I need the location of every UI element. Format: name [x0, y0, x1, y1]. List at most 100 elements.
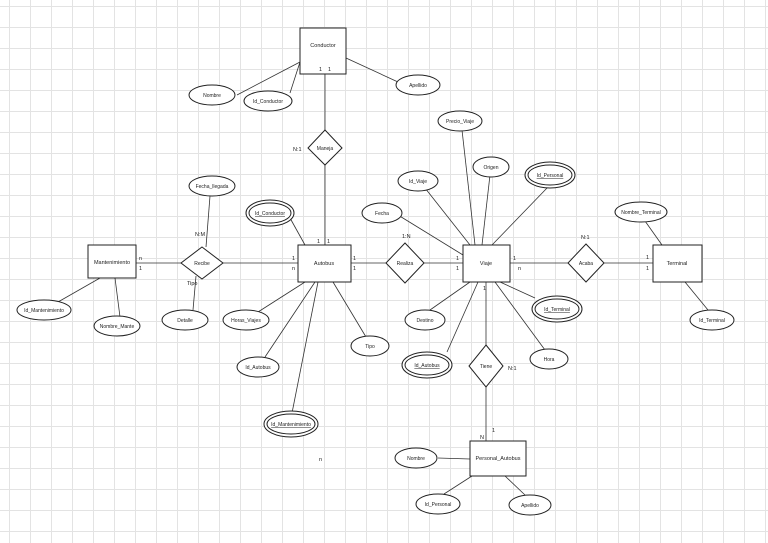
line-viaje-destino [429, 281, 471, 311]
attr-nombre-terminal[interactable]: Nombre_Terminal [614, 201, 668, 223]
attr-nombre-personal[interactable]: Nombre [394, 447, 438, 469]
card-autobus-top-left: 1 [317, 239, 320, 245]
card-autobus-top-right: 1 [327, 239, 330, 245]
attr-id-terminal-1[interactable]: Id_Terminal [531, 295, 583, 323]
line-viaje-precio [461, 129, 476, 246]
relationship-realiza[interactable]: Realiza [385, 242, 425, 284]
svg-text:Nombre: Nombre [203, 93, 221, 99]
line-autobus-tipo [332, 281, 367, 338]
attr-apellido-personal[interactable]: Apellido [508, 494, 552, 516]
relationship-realiza-label: Realiza [397, 261, 414, 267]
svg-text:Id_Autobus: Id_Autobus [414, 363, 440, 369]
attr-fecha[interactable]: Fecha [361, 202, 403, 224]
line-viaje-idterminal [499, 281, 536, 299]
line-autobus-idmant [291, 281, 319, 414]
svg-text:Nombre_Terminal: Nombre_Terminal [621, 210, 660, 216]
line-personal-idpersonal [443, 475, 473, 495]
attr-id-mantenimiento-2[interactable]: Id_Mantenimiento [263, 410, 319, 438]
line-terminal-nombre [644, 220, 663, 246]
attr-precio-viaje[interactable]: Precio_Viaje [437, 110, 483, 132]
attr-id-terminal-2[interactable]: Id_Terminal [689, 309, 735, 331]
card-autobus-right-2: 1 [353, 266, 356, 272]
card-viaje-bottom: 1 [483, 286, 486, 292]
attr-id-personal-1[interactable]: Id_Personal [524, 161, 576, 189]
card-mant-1: 1 [139, 266, 142, 272]
svg-text:Destino: Destino [417, 318, 434, 324]
attr-apellido-conductor[interactable]: Apellido [395, 74, 441, 96]
card-autobus-right-1: 1 [353, 256, 356, 262]
card-conductor-right: 1 [328, 67, 331, 73]
card-tiene-1: 1 [492, 428, 495, 434]
entity-personal-autobus[interactable]: Personal_Autobus [469, 440, 527, 477]
entity-autobus[interactable]: Autobus [297, 244, 352, 283]
relationship-recibe[interactable]: Recibe [180, 246, 224, 280]
relationship-recibe-label: Recibe [194, 261, 210, 267]
svg-text:Id_Terminal: Id_Terminal [699, 318, 725, 324]
svg-text:Fecha: Fecha [375, 211, 389, 217]
line-mant-nombre [114, 277, 121, 318]
cardinality-labels: 1 1 N:1 1 1 N:M n 1 Tipo 1 n 1 1 1:N 1 1… [139, 67, 649, 463]
attr-destino[interactable]: Destino [404, 309, 446, 331]
card-terminal-2: 1 [646, 266, 649, 272]
entity-mantenimiento[interactable]: Mantenimiento [87, 244, 137, 279]
card-personal-n: N [480, 435, 484, 441]
entity-conductor-label: Conductor [310, 43, 336, 49]
svg-text:Origen: Origen [483, 165, 498, 171]
attr-id-viaje[interactable]: Id_Viaje [397, 170, 439, 192]
attr-detalle[interactable]: Detalle [161, 309, 209, 331]
card-realiza: 1:N [402, 234, 411, 240]
svg-text:Horas_Viajes: Horas_Viajes [231, 318, 261, 324]
line-autobus-idautobus [264, 281, 316, 358]
attr-id-conductor-1[interactable]: Id_Conductor [243, 90, 293, 112]
attr-nombre-conductor[interactable]: Nombre [188, 84, 236, 106]
attr-id-autobus-2[interactable]: Id_Autobus [401, 351, 453, 379]
entity-terminal-label: Terminal [667, 261, 688, 267]
attr-id-personal-2[interactable]: Id_Personal [415, 493, 461, 515]
line-conductor-nombre [236, 61, 301, 96]
attr-fecha-llegada[interactable]: Fecha_llegada [188, 175, 236, 197]
card-stray-n: n [319, 457, 322, 463]
attr-hora[interactable]: Hora [529, 348, 569, 370]
entity-viaje-label: Viaje [480, 261, 492, 267]
line-recibe-fecha [205, 195, 211, 248]
entity-conductor[interactable]: Conductor [299, 27, 347, 75]
card-autobus-left-1: 1 [292, 256, 295, 262]
entity-viaje[interactable]: Viaje [462, 244, 511, 283]
svg-text:Apellido: Apellido [521, 503, 539, 509]
svg-text:Hora: Hora [544, 357, 555, 363]
attr-origen[interactable]: Origen [472, 156, 510, 178]
svg-text:Precio_Viaje: Precio_Viaje [446, 119, 474, 125]
line-viaje-fecha [397, 214, 464, 256]
svg-text:Id_Autobus: Id_Autobus [245, 365, 271, 371]
relationship-maneja[interactable]: Maneja [307, 129, 343, 166]
card-recibe: N:M [195, 232, 206, 238]
svg-text:Id_Terminal: Id_Terminal [544, 307, 570, 313]
relationship-acaba[interactable]: Acaba [567, 243, 605, 283]
entity-personal-autobus-label: Personal_Autobus [476, 456, 521, 462]
attr-id-conductor-2[interactable]: Id_Conductor [245, 199, 295, 227]
attr-id-autobus-1[interactable]: Id_Autobus [236, 356, 280, 378]
line-conductor-idconductor [289, 61, 301, 94]
svg-text:Id_Personal: Id_Personal [425, 502, 452, 508]
relationship-tiene-label: Tiene [480, 364, 493, 370]
svg-text:Id_Mantenimiento: Id_Mantenimiento [24, 308, 64, 314]
card-conductor-left: 1 [319, 67, 322, 73]
entity-autobus-label: Autobus [314, 261, 334, 267]
relationship-tiene[interactable]: Tiene [468, 344, 504, 388]
attr-horas-viajes[interactable]: Horas_Viajes [222, 309, 270, 331]
card-acaba: N:1 [581, 235, 590, 241]
card-recibe-tipo: Tipo [187, 281, 198, 287]
svg-text:Id_Personal: Id_Personal [537, 173, 564, 179]
attr-nombre-mante[interactable]: Nombre_Mante [93, 315, 141, 337]
svg-text:Id_Conductor: Id_Conductor [255, 211, 285, 217]
line-viaje-idpersonal [491, 186, 549, 246]
card-viaje-right-n: n [518, 266, 521, 272]
attr-id-mantenimiento-1[interactable]: Id_Mantenimiento [16, 299, 72, 321]
svg-text:Apellido: Apellido [409, 83, 427, 89]
svg-text:Nombre_Mante: Nombre_Mante [100, 324, 135, 330]
line-autobus-idconductor [289, 217, 306, 246]
entity-terminal[interactable]: Terminal [652, 244, 703, 283]
attr-tipo[interactable]: Tipo [350, 335, 390, 357]
